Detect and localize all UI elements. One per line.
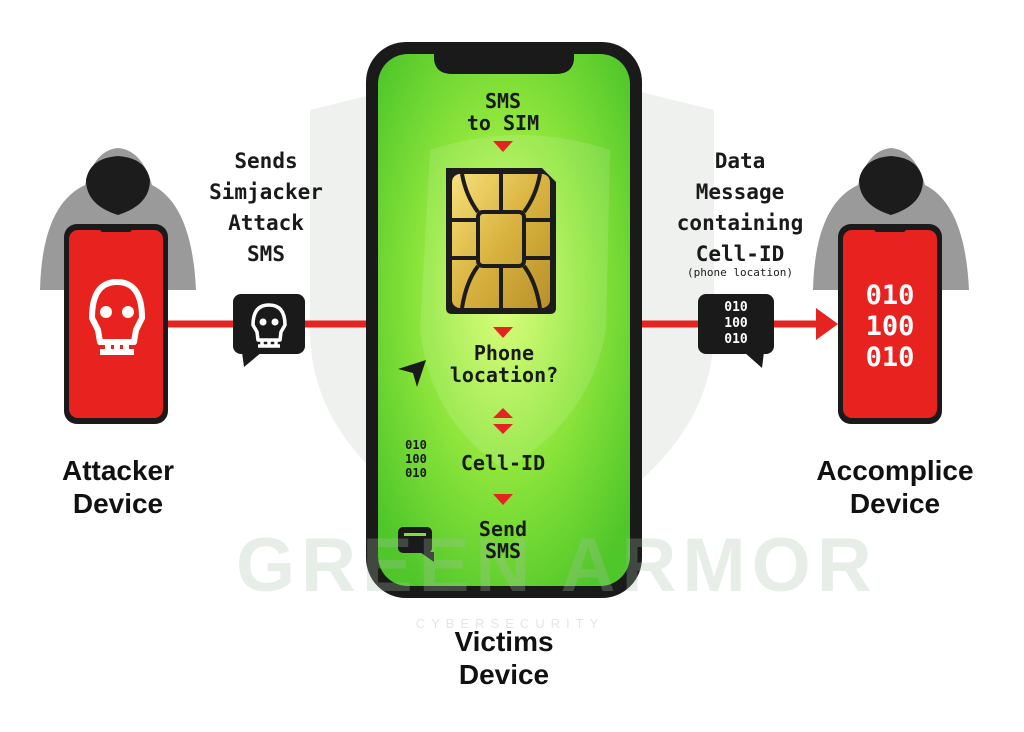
sim-card-icon [446, 168, 556, 314]
attacker-device-label: Attacker Device [61, 455, 175, 519]
victim-phone [366, 42, 642, 598]
attacker-phone [64, 224, 168, 424]
data-message-note: (phone location) [687, 266, 793, 279]
brand-watermark-sub: CYBERSECURITY [415, 616, 605, 631]
step-sms-to-sim: SMS to SIM [466, 89, 540, 135]
attack-sms-bubble [233, 294, 305, 367]
step-arrow-up [493, 408, 513, 418]
step-send-sms: Send SMS [478, 517, 528, 563]
accomplice-device-label: Accomplice Device [816, 455, 974, 519]
accomplice-phone [838, 224, 942, 424]
bubble-binary: 010 100 010 [724, 300, 748, 347]
skull-icon [89, 279, 145, 355]
accomplice-screen-binary: 010 100 010 [865, 280, 915, 373]
step-arrow-2 [493, 327, 513, 338]
data-sms-bubble [698, 294, 774, 368]
location-arrow-icon [398, 360, 426, 387]
victim-binary: 010 100 010 [405, 438, 427, 480]
brand-watermark: GREEN ARMOR [236, 523, 878, 608]
step-arrow-down [493, 424, 513, 434]
step-cell-id: Cell-ID [460, 451, 546, 475]
attack-message-text: Sends Simjacker Attack SMS [209, 149, 323, 266]
exfil-arrowhead [816, 308, 838, 340]
step-arrow-1 [493, 141, 513, 152]
victims-device-label: Victims Device [454, 626, 554, 690]
chat-icon [398, 527, 434, 562]
step-arrow-3 [493, 494, 513, 505]
data-message-text: Data Message containing Cell-ID [676, 149, 804, 266]
step-phone-location: Phone location? [449, 341, 559, 387]
